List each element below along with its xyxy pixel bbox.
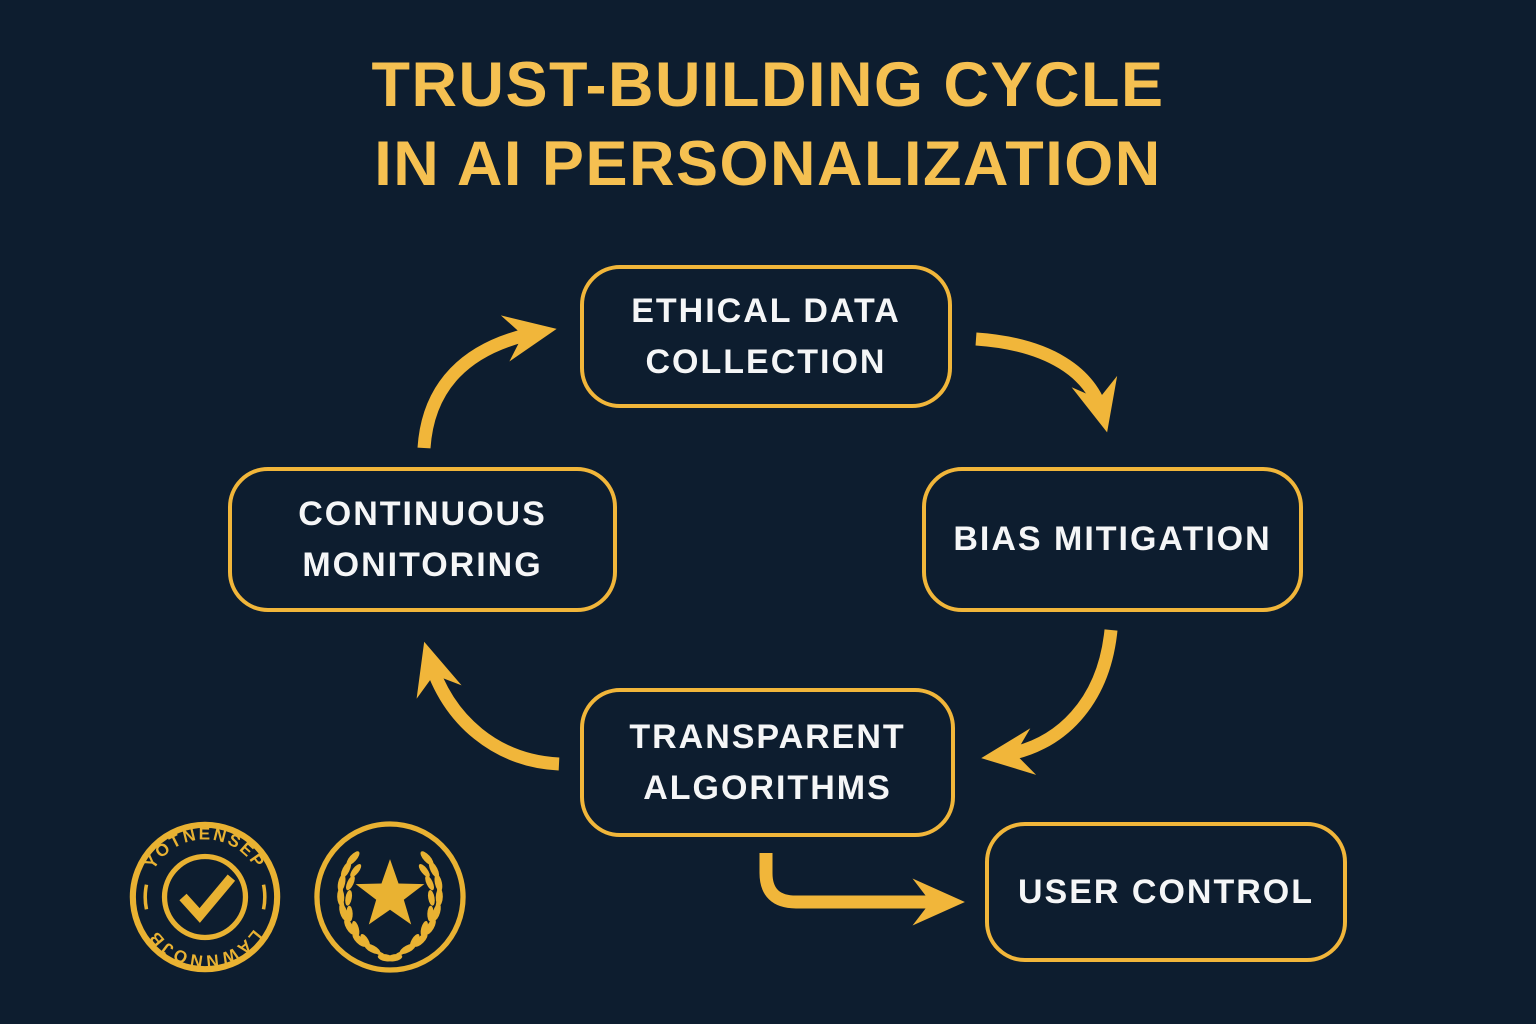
node-bias-mitigation-label: BIAS MITIGATION [953, 520, 1272, 558]
stamp-outer-ring [129, 821, 281, 973]
stamp-left-arc-mark [143, 884, 149, 910]
svg-text:LAWNNOJB: LAWNNOJB [144, 926, 267, 971]
svg-text:YOTNENSEP: YOTNENSEP [140, 823, 270, 872]
arrow-transparent-to-monitoring-icon [416, 641, 560, 771]
seal-outer-ring [314, 821, 466, 973]
seal-laurel-branch [337, 851, 394, 962]
arrow-transparent-to-user-icon [759, 853, 965, 926]
node-ethical-data-collection-label: ETHICAL DATA COLLECTION [631, 291, 901, 381]
node-ethical-data-collection: ETHICAL DATA COLLECTION [580, 265, 952, 408]
stamp-inner-ring [161, 853, 249, 941]
page-title: TRUST-BUILDING CYCLE IN AI PERSONALIZATI… [0, 46, 1536, 204]
node-user-control-label: USER CONTROL [1018, 872, 1314, 911]
verification-checkmark-stamp-icon: YOTNENSEP LAWNNOJB [129, 821, 281, 973]
stamp-bottom-text: LAWNNOJB [144, 926, 265, 971]
arrow-ethical-to-bias-icon [975, 332, 1118, 433]
node-user-control: USER CONTROL [985, 822, 1347, 962]
node-transparent-algorithms: TRANSPARENT ALGORITHMS [580, 688, 955, 837]
node-continuous-monitoring-label: CONTINUOUS MONITORING [298, 494, 547, 584]
page-title-line2: IN AI PERSONALIZATION [374, 128, 1162, 199]
arrow-bias-to-transparent-icon [981, 629, 1118, 775]
stamp-checkmark-icon [179, 874, 236, 923]
page-title-line1: TRUST-BUILDING CYCLE [371, 50, 1165, 120]
arrow-monitoring-to-ethical-icon [417, 315, 557, 449]
node-continuous-monitoring: CONTINUOUS MONITORING [228, 467, 617, 612]
node-bias-mitigation: BIAS MITIGATION [922, 467, 1303, 612]
node-transparent-algorithms-label: TRANSPARENT ALGORITHMS [629, 717, 906, 807]
stamp-right-arc-mark [261, 884, 267, 910]
laurel-star-seal-icon [314, 821, 466, 973]
stamp-top-text: YOTNENSEP [140, 823, 267, 872]
seal-star-icon [355, 859, 425, 925]
